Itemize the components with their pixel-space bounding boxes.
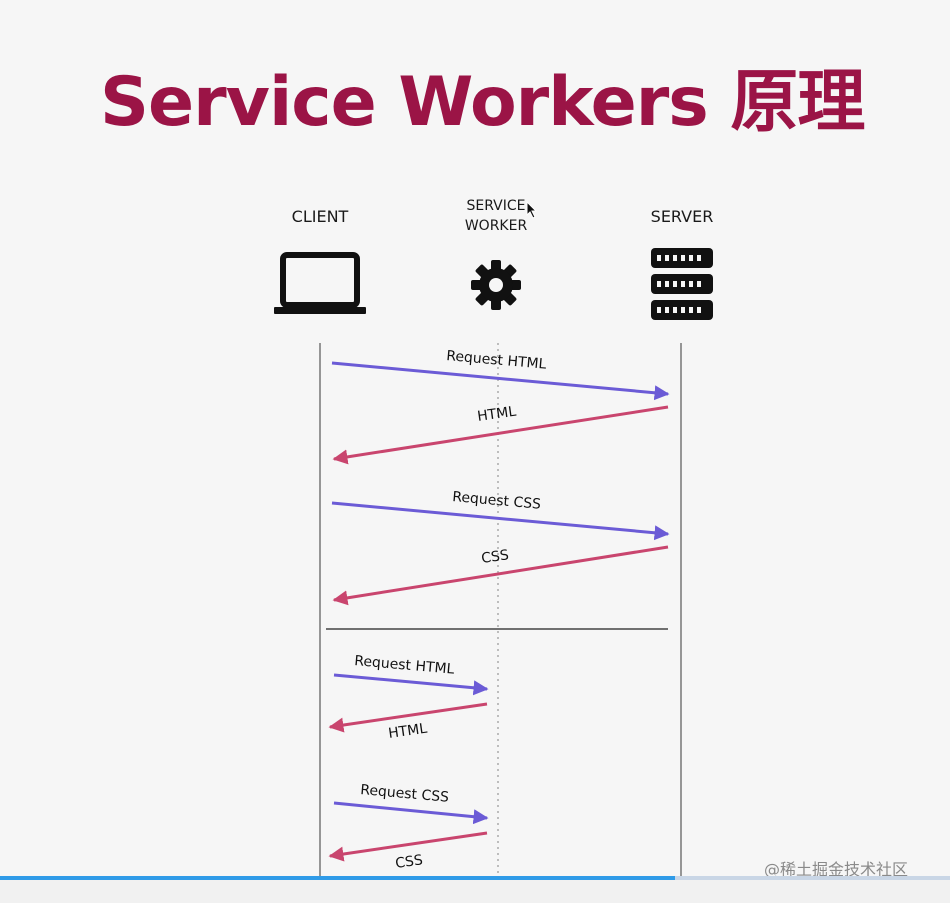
sw-css-response-arrow xyxy=(328,831,488,862)
request-html-arrow xyxy=(331,361,670,401)
request-css-arrow xyxy=(331,501,670,541)
sw-css-label: CSS xyxy=(394,852,424,872)
html-response-arrow xyxy=(332,405,669,465)
service-worker-label: SERVICE WORKER xyxy=(446,196,546,236)
watermark: @稀土掘金技术社区 xyxy=(764,860,909,879)
server-label: SERVER xyxy=(650,207,714,226)
gear-icon xyxy=(471,260,521,310)
service-worker-label-line1: SERVICE xyxy=(466,198,526,214)
client-label: CLIENT xyxy=(291,207,349,226)
sw-request-css-arrow xyxy=(333,801,489,825)
laptop-icon xyxy=(274,252,366,314)
service-worker-label-line2: WORKER xyxy=(464,218,528,234)
sw-html-label: HTML xyxy=(387,721,428,742)
sequence-diagram: Request HTML HTML Request CSS CSS Reques… xyxy=(319,343,682,876)
css-label: CSS xyxy=(480,547,510,567)
sw-request-html-arrow xyxy=(333,673,489,696)
html-label: HTML xyxy=(476,404,517,425)
video-progress-fill xyxy=(0,876,675,880)
server-rack-icon xyxy=(651,248,713,320)
request-css-label: Request CSS xyxy=(452,489,542,513)
video-progress-bar[interactable] xyxy=(0,876,950,880)
sw-request-html-label: Request HTML xyxy=(354,653,455,678)
page-title: Service Workers 原理 xyxy=(100,63,865,142)
mouse-cursor-icon xyxy=(526,201,538,219)
css-response-arrow xyxy=(332,545,669,606)
sw-request-css-label: Request CSS xyxy=(360,782,450,806)
bottom-strip xyxy=(0,880,950,903)
request-html-label: Request HTML xyxy=(446,348,547,373)
sw-html-response-arrow xyxy=(328,702,488,733)
